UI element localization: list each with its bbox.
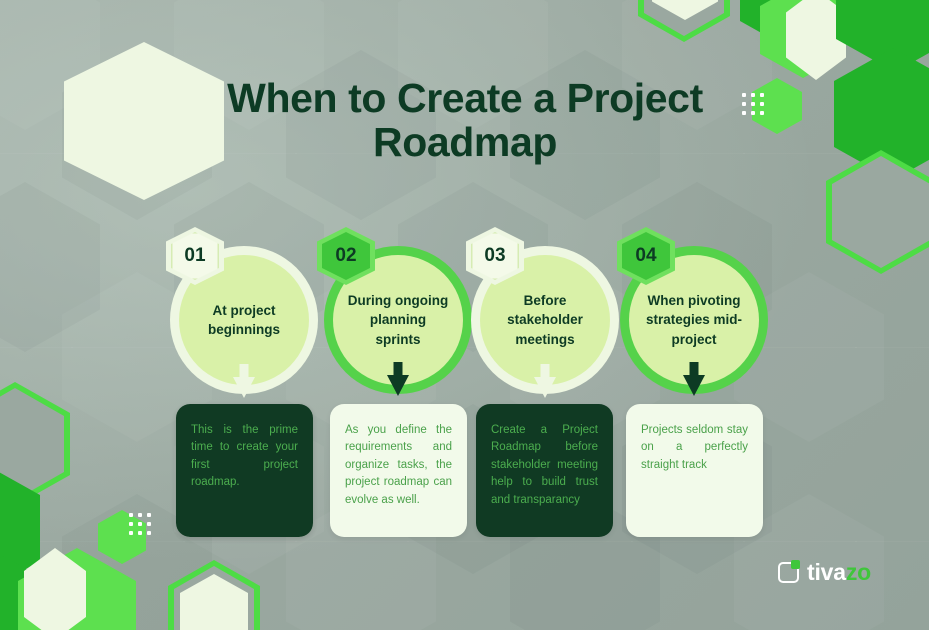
step-circle-label: When pivoting strategies mid-project xyxy=(645,293,743,347)
step-card-01-dark: This is the prime time to create your fi… xyxy=(176,404,313,537)
step-number: 02 xyxy=(335,245,357,266)
dot-grid-decoration xyxy=(129,513,151,535)
logo-text: tivazo xyxy=(807,559,871,586)
logo-text-accent: zo xyxy=(845,559,871,585)
brand-logo[interactable]: tivazo xyxy=(778,559,871,586)
step-circle-label: Before stakeholder meetings xyxy=(507,293,583,347)
step-card-text: As you define the requirements and organ… xyxy=(345,424,452,506)
step-circle-label: During ongoing planning sprints xyxy=(347,293,449,347)
step-arrow-02 xyxy=(387,362,409,396)
step-circle-label: At project beginnings xyxy=(208,302,280,337)
step-arrow-01 xyxy=(233,364,255,398)
step-number: 04 xyxy=(635,245,657,266)
step-card-text: Projects seldom stay on a perfectly stra… xyxy=(641,424,748,471)
logo-text-primary: tiva xyxy=(807,559,846,585)
step-card-04: Projects seldom stay on a perfectly stra… xyxy=(626,404,763,537)
step-card-03: Create a Project Roadmap before stakehol… xyxy=(476,404,613,537)
step-card-text: Create a Project Roadmap before stakehol… xyxy=(491,424,598,506)
dot-grid-decoration xyxy=(742,93,764,115)
decorative-hexagon-small xyxy=(98,510,146,564)
page-title: When to Create a Project Roadmap xyxy=(227,75,703,166)
step-arrow-04 xyxy=(683,362,705,396)
step-badge-04: 04 xyxy=(617,227,675,285)
step-number: 01 xyxy=(184,245,206,266)
step-number: 03 xyxy=(484,245,506,266)
step-card-text: This is the prime time to create your fi… xyxy=(191,424,298,489)
step-arrow-03 xyxy=(534,364,556,398)
step-card-02: As you define the requirements and organ… xyxy=(330,404,467,537)
logo-mark-icon xyxy=(778,560,800,583)
